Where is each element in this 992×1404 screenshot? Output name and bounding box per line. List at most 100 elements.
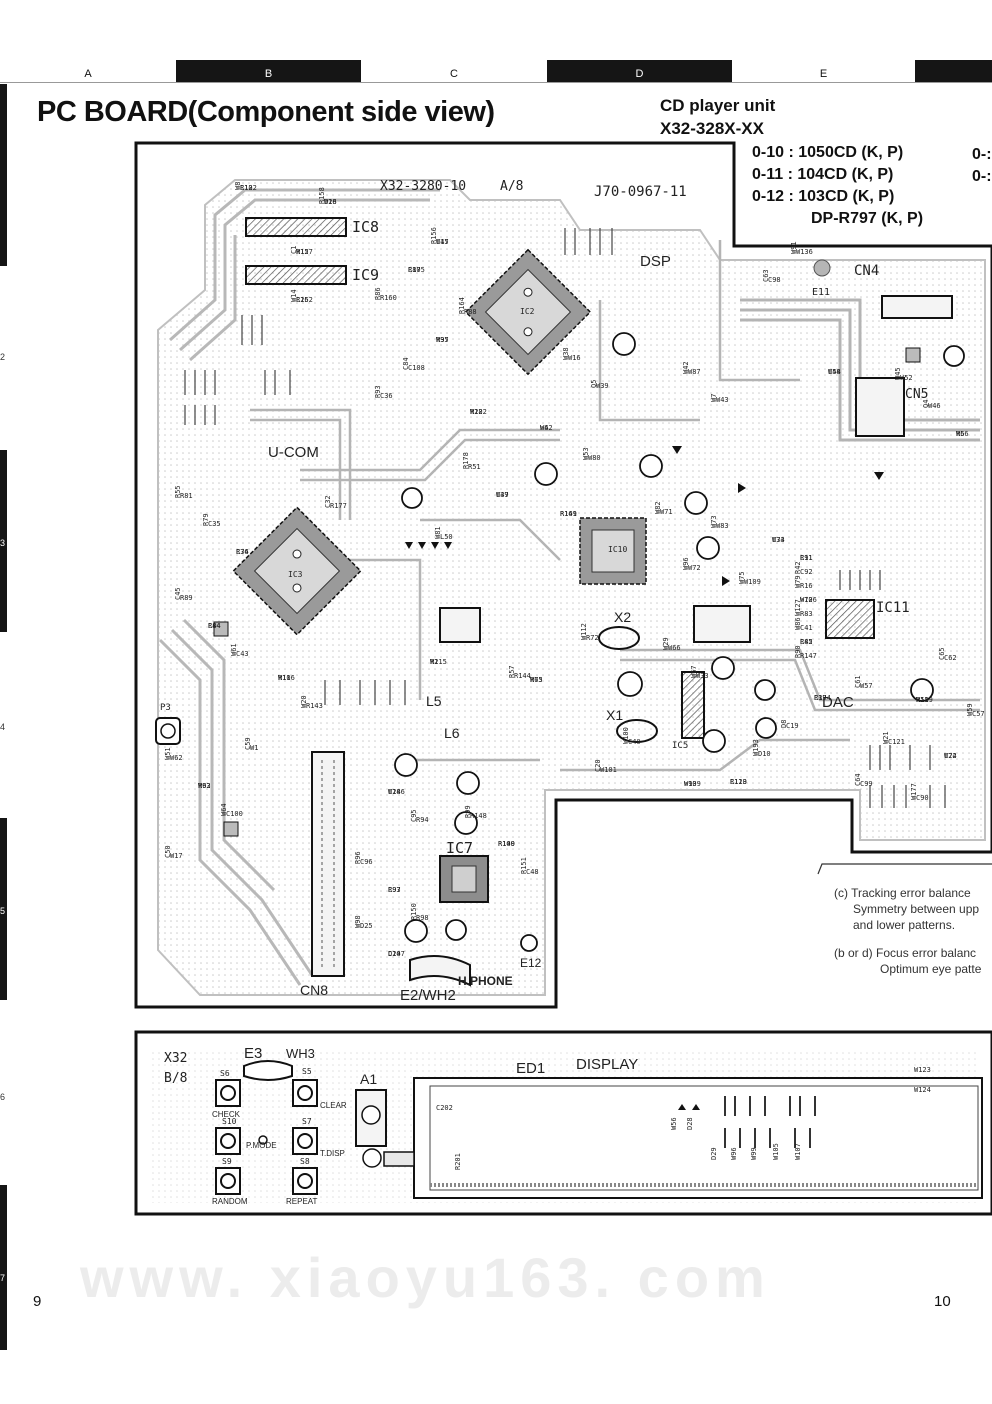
note-focus-line2: Optimum eye patte: [880, 962, 982, 976]
component-ref: W38: [562, 347, 570, 360]
component-ref: C59: [244, 737, 252, 750]
component-ref: C107: [388, 950, 405, 958]
component-ref: W64: [220, 803, 228, 816]
page-number-left: 9: [33, 1293, 42, 1310]
display-component-ref: W99: [750, 1147, 758, 1160]
component-ref: W1: [250, 744, 258, 752]
component-ref: L50: [440, 533, 453, 541]
component-ref: R92: [198, 782, 211, 790]
component-ref: W15: [436, 238, 449, 246]
transistor-q-cn4: [905, 347, 921, 363]
component-ref: W22: [944, 752, 957, 760]
component-ref: C102: [240, 184, 257, 192]
component-ref: R89: [180, 594, 193, 602]
tact-switches: [215, 1079, 318, 1195]
component-ref: C44: [208, 622, 221, 630]
display-component-ref: W56: [670, 1117, 678, 1130]
label-cn4: CN4: [854, 263, 879, 279]
column-header-d: D: [547, 60, 732, 82]
component-ref: D24: [388, 950, 401, 958]
component-ref: R120: [730, 778, 747, 786]
component-ref: W28: [470, 408, 483, 416]
component-ref: W14: [290, 289, 298, 302]
note-focus-line1: (b or d) Focus error balanc: [834, 946, 977, 960]
component-ref: C32: [324, 495, 332, 508]
switch-s10-ref: S10: [222, 1117, 237, 1126]
display-component-ref: W123: [914, 1066, 931, 1074]
component-ref: C64: [854, 773, 862, 786]
diodes: [405, 446, 884, 586]
component-ref: R143: [306, 702, 323, 710]
coil-left: [439, 607, 481, 643]
component-ref: C90: [916, 794, 929, 802]
label-x2: X2: [614, 609, 631, 625]
round-components: [394, 332, 965, 943]
component-ref: R158: [318, 187, 326, 204]
component-ref: C98: [768, 276, 781, 284]
component-ref: W2: [430, 658, 438, 666]
model-line-cut-1: 0-:: [972, 146, 992, 163]
ic3-ucom-chip: [232, 506, 362, 636]
component-ref: R164: [458, 297, 466, 314]
component-ref: R90: [794, 645, 802, 658]
component-ref: W66: [668, 644, 681, 652]
component-ref: W100: [622, 727, 630, 744]
component-ref: R88: [464, 308, 477, 316]
label-l5: L5: [426, 693, 442, 709]
board-sheet: A/8: [500, 179, 523, 194]
component-ref: R96: [354, 851, 362, 864]
component-ref: W109: [744, 578, 761, 586]
component-ref: R87: [408, 266, 421, 274]
component-ref: R12: [240, 184, 253, 192]
component-ref: W127: [794, 599, 802, 616]
component-ref: R122: [470, 408, 487, 416]
component-ref: W177: [910, 783, 918, 800]
model-line-3: 0-12 : 103CD (K, P): [752, 188, 895, 205]
component-ref: W193: [752, 739, 760, 756]
label-wh3: WH3: [286, 1046, 315, 1061]
test-point-e12: [520, 934, 538, 952]
component-ref: W33: [696, 672, 709, 680]
component-ref: R86: [374, 287, 382, 300]
component-ref: C41: [800, 624, 813, 632]
label-e12: E12: [520, 956, 542, 970]
component-ref: W186: [388, 788, 405, 796]
component-ref: W49: [496, 491, 509, 499]
component-ref: W75: [738, 571, 746, 584]
display-component-ref: W105: [772, 1143, 780, 1160]
component-ref: R94: [416, 816, 429, 824]
component-ref: W42: [682, 361, 690, 374]
component-ref: C19: [786, 722, 799, 730]
component-ref: C61: [854, 675, 862, 688]
display-component-ref: D29: [710, 1147, 718, 1160]
component-ref: C36: [380, 392, 393, 400]
switch-s10-label: P.MODE: [246, 1141, 277, 1150]
page-number-right: 10: [934, 1293, 951, 1310]
display-component-ref: D28: [686, 1117, 694, 1130]
component-ref: W126: [800, 596, 817, 604]
display-component-ref: W124: [914, 1086, 931, 1094]
label-ic5: IC5: [672, 741, 688, 751]
component-ref: R51: [468, 463, 481, 471]
component-ref: C121: [888, 738, 905, 746]
component-ref: D8: [780, 720, 788, 728]
component-ref: C39: [814, 694, 827, 702]
component-ref: W51: [164, 747, 172, 760]
component-ref: C113: [730, 778, 747, 786]
cn5-connector: [855, 377, 905, 437]
note-tracking-line3: and lower patterns.: [853, 918, 956, 932]
component-ref: W57: [860, 682, 873, 690]
component-ref: D25: [360, 922, 373, 930]
component-ref: W39: [596, 382, 609, 390]
component-ref: R97: [388, 886, 401, 894]
component-ref: Q5: [590, 380, 598, 388]
component-ref: R160: [380, 294, 397, 302]
label-ed1: ED1: [516, 1060, 545, 1077]
component-ref: W90: [684, 780, 697, 788]
label-dac: DAC: [822, 694, 854, 711]
component-ref: W29: [662, 637, 670, 650]
component-ref: R174: [814, 694, 831, 702]
component-ref: W139: [684, 780, 701, 788]
component-ref: D10: [758, 750, 771, 758]
row-marker-6: 6: [0, 1092, 6, 1102]
